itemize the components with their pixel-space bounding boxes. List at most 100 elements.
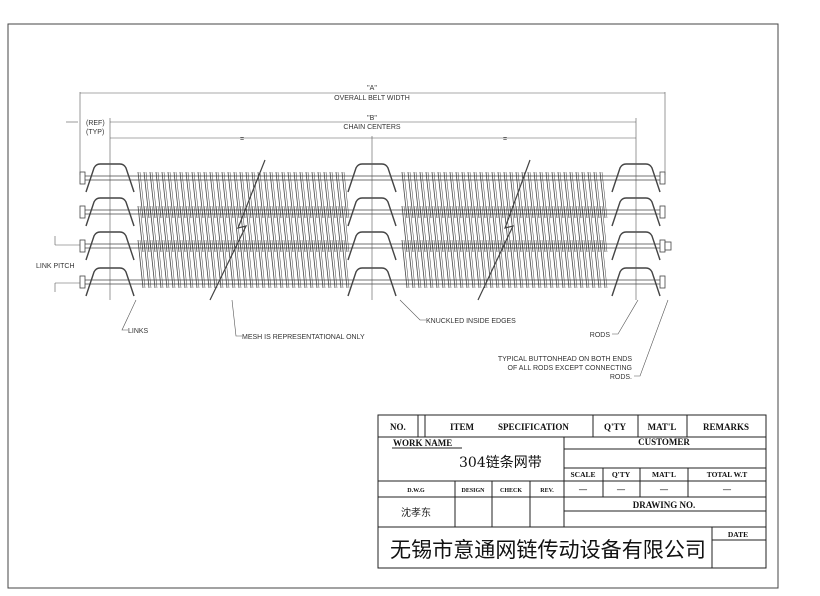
mesh-coil — [533, 239, 540, 289]
mesh-coil — [431, 171, 438, 219]
mesh-coil — [253, 239, 260, 289]
mesh-coil — [587, 239, 594, 289]
mesh-coil — [329, 171, 336, 219]
mesh-coil — [299, 205, 306, 253]
buttonhead — [659, 205, 666, 219]
mesh-coil — [335, 171, 342, 219]
mesh-coil — [143, 239, 150, 289]
mesh-coil — [601, 205, 608, 253]
mesh-coil — [305, 205, 312, 253]
mesh-coil — [173, 205, 180, 253]
mesh-coil — [167, 239, 174, 289]
mesh-coil — [335, 239, 342, 289]
mesh-coil — [271, 239, 278, 289]
mesh-coil — [515, 171, 522, 219]
mesh-coil — [455, 239, 462, 289]
link-pitch-label: LINK PITCH — [36, 263, 75, 270]
mesh-coil — [155, 171, 162, 219]
rods-label: RODS — [590, 332, 611, 339]
mesh-coil — [175, 239, 182, 289]
mesh-coil — [263, 205, 270, 253]
mesh-coil — [497, 171, 504, 219]
mesh-coil — [533, 205, 540, 253]
mesh-coil — [593, 205, 600, 253]
mesh-coil — [409, 239, 416, 289]
mesh-coil — [293, 239, 300, 289]
mesh-coil — [439, 239, 446, 289]
work-name-label: WORK NAME — [393, 438, 452, 448]
mesh-coil — [227, 239, 234, 289]
mesh-coil — [257, 239, 264, 289]
mesh-coil — [473, 239, 480, 289]
dim-a-label: OVERALL BELT WIDTH — [334, 95, 410, 102]
mesh-coil — [455, 171, 462, 219]
mesh-coil — [149, 239, 156, 289]
mesh-coil — [191, 205, 198, 253]
mesh-coil — [539, 239, 546, 289]
mesh-coil — [407, 171, 414, 219]
mesh-coil — [223, 239, 230, 289]
mesh-coil — [449, 205, 456, 253]
mesh-coil — [571, 239, 578, 289]
mesh-coil — [505, 239, 512, 289]
mesh-coil — [289, 239, 296, 289]
customer-label: CUSTOMER — [638, 437, 690, 447]
mesh-coil — [553, 239, 560, 289]
mesh-coil — [311, 239, 318, 289]
mesh-coil — [469, 239, 476, 289]
mesh-coil — [547, 239, 554, 289]
mesh-coil — [485, 205, 492, 253]
mesh-coil — [493, 239, 500, 289]
mesh-coil — [277, 239, 284, 289]
mesh-coil — [445, 239, 452, 289]
mesh-coil — [413, 171, 420, 219]
mesh-coil — [269, 239, 276, 289]
mesh-coil — [181, 239, 188, 289]
mesh-coil — [431, 239, 438, 289]
total-wt-value: — — [722, 485, 732, 494]
mesh-coil — [335, 205, 342, 253]
mesh-coil — [233, 205, 240, 253]
mesh-coil — [485, 171, 492, 219]
mesh-coil — [593, 239, 600, 289]
mesh-coil — [425, 171, 432, 219]
mesh-coil — [461, 205, 468, 253]
drawing-no-label: DRAWING NO. — [633, 500, 696, 510]
mesh-coil — [157, 239, 164, 289]
mesh-coil — [203, 205, 210, 253]
mesh-coil — [449, 239, 456, 289]
mesh-coil — [245, 239, 252, 289]
drawing-border — [7, 23, 779, 589]
mesh-coil — [325, 239, 332, 289]
mesh-coil — [331, 239, 338, 289]
mesh-coil — [443, 205, 450, 253]
mesh-coil — [337, 239, 344, 289]
mesh-coil — [323, 239, 330, 289]
mesh-coil — [601, 239, 608, 289]
mesh-coil — [487, 239, 494, 289]
col-remarks: REMARKS — [703, 422, 749, 432]
matl-label: MAT'L — [652, 470, 676, 479]
mesh-coil — [245, 205, 252, 253]
company-name: 无锡市意通网链传动设备有限公司 — [390, 538, 706, 562]
mesh-coil — [319, 239, 326, 289]
mesh-coil — [407, 205, 414, 253]
mesh-coil — [433, 239, 440, 289]
mesh-coil — [251, 171, 258, 219]
mesh-coil — [251, 239, 258, 289]
mesh-coil — [533, 171, 540, 219]
mesh-coil — [215, 205, 222, 253]
mesh-coil — [341, 239, 348, 289]
mesh-coil — [541, 239, 548, 289]
mesh-note: MESH IS REPRESENTATIONAL ONLY — [242, 334, 365, 341]
mesh-coil — [149, 171, 156, 219]
mesh-coil — [343, 205, 350, 253]
scale-value: — — [578, 485, 588, 494]
mesh-coil — [293, 205, 300, 253]
mesh-coil — [491, 205, 498, 253]
mesh-coil — [209, 205, 216, 253]
mesh-coil — [415, 239, 422, 289]
mesh-coil — [179, 171, 186, 219]
mesh-coil — [503, 171, 510, 219]
mesh-coil — [475, 239, 482, 289]
